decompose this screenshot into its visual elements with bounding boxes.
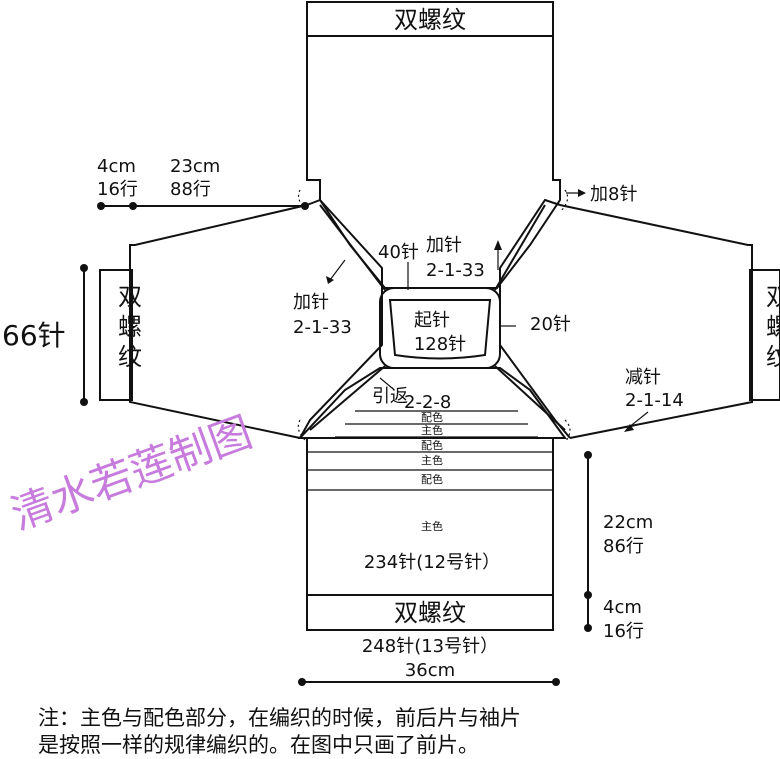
add8-arrowhead [578,189,586,197]
width-dim-start [298,678,306,686]
short-rows-rule: 2-2-8 [404,392,451,413]
neck-inner [388,299,492,360]
cast-on-count: 128针 [414,334,466,355]
right-cuff-label: 双 螺 纹 [766,283,780,371]
dim-4cm-right: 4cm [603,597,642,618]
stripe-5-label: 配色 [421,472,443,486]
left-cuff-band [99,269,133,401]
dim-88rows-top: 88行 [170,179,211,200]
right-20-label: 20针 [530,314,571,335]
cast-on-label: 起针 [414,310,450,331]
right-sleeve-outline [559,204,753,439]
width-dim-end [552,678,560,686]
add8-label: 加8针 [590,184,637,205]
stripe-1-label: 配色 [421,410,443,424]
left-66-dot-bottom [80,398,88,406]
top-dim-dot-2 [129,202,137,210]
top-dim-dot-1 [97,202,105,210]
left-cuff-label: 双 螺 纹 [118,283,150,371]
bottom-rib-label: 双螺纹 [394,599,466,627]
dim-16rows-right: 16行 [603,621,644,642]
stripe-3-label: 配色 [421,438,443,452]
raglan-line-br [494,365,566,431]
stripe-2-label: 主色 [421,423,443,437]
right-dec-label: 减针 [625,367,661,388]
dim-4cm-top: 4cm [97,156,136,177]
right-dec-rule: 2-1-14 [625,390,684,411]
right-dec-arrow [627,411,649,429]
left-sleeve-outline [129,204,308,439]
dim-16rows-top: 16行 [97,179,138,200]
center-add-arrowhead [494,240,502,250]
center-add-label: 加针 [426,235,462,256]
left-add-arrowhead [326,276,334,284]
right-cuff-char-2: 螺 [766,313,780,341]
left-cuff-char-3: 纹 [118,343,142,371]
right-dec-arrowhead [624,424,634,432]
dim-22cm: 22cm [603,512,653,533]
right-bottom-join [564,419,571,443]
watermark: 清水若莲制图 [5,407,259,539]
right-top-join [559,189,569,213]
body-stitches: 234针(12号针） [364,552,500,573]
left-cuff-char-1: 双 [118,283,142,311]
top-rib-band [306,1,554,37]
right-cuff-char-1: 双 [766,283,780,311]
top-dim-dot-3 [301,202,309,210]
left-add-arrow [329,259,346,281]
raglan-line-tr [494,204,546,291]
short-rows-label: 引返 [372,386,408,407]
front-yoke-outline [297,367,567,439]
dim-23cm-top: 23cm [170,156,220,177]
hem-stitches: 248针(13号针） [362,636,498,657]
dim-86rows: 86行 [603,536,644,557]
left-add-rule: 2-1-33 [293,317,352,338]
left-66-label: 66针 [2,319,66,352]
top-rib-label: 双螺纹 [394,6,466,34]
right-cuff-band [749,269,780,401]
front-body-outline [306,437,554,631]
center-add-rule: 2-1-33 [426,260,485,281]
left-cuff-char-2: 螺 [118,313,142,341]
right-cuff-char-3: 纹 [766,343,780,371]
raglan-line-bl [309,365,386,431]
raglan-line-tl [319,204,386,291]
width-36: 36cm [405,660,455,681]
left-raglan-edge [299,198,383,439]
label-40-stitches: 40针 [378,242,419,263]
right-dim-dot-2 [584,591,592,599]
main-color-label: 主色 [421,519,443,533]
note-line-1: 注：主色与配色部分，在编织的时候，前后片与袖片 [38,706,521,730]
left-66-dot-top [80,264,88,272]
short-rows-pointer [379,377,393,389]
left-add-label: 加针 [293,292,329,313]
right-dim-dot-1 [584,451,592,459]
stripe-4-label: 主色 [421,453,443,467]
note-line-2: 是按照一样的规律编织的。在图中只画了前片。 [38,733,479,757]
right-dim-dot-3 [584,624,592,632]
